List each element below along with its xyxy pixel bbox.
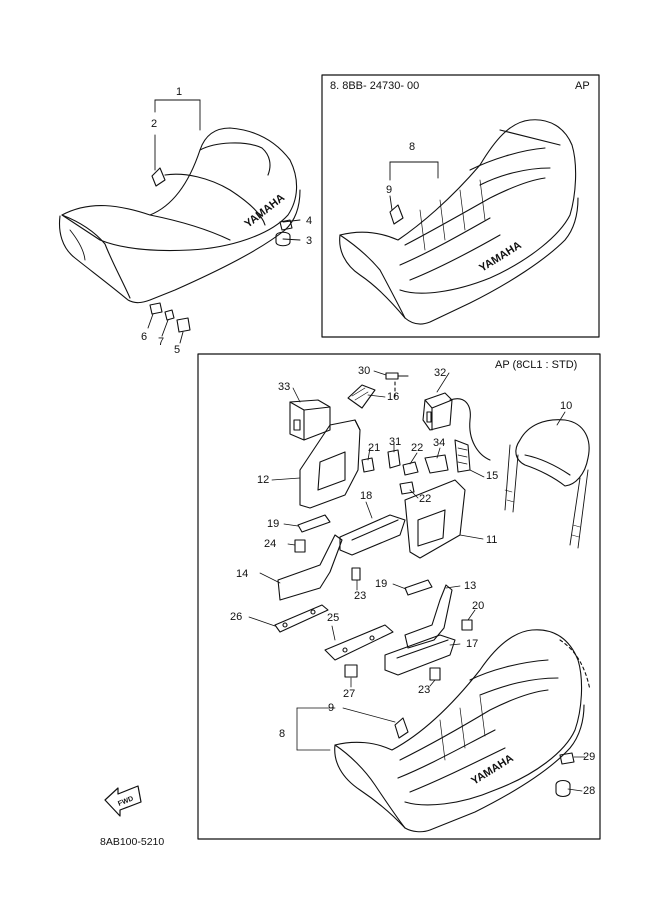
callout-5: 5 <box>174 344 181 356</box>
kit-callout-13: 13 <box>464 580 477 592</box>
alt-callout-9: 9 <box>386 184 393 196</box>
callout-1: 1 <box>176 86 183 98</box>
callout-2: 2 <box>151 118 158 130</box>
kit-callout-26: 26 <box>230 611 243 623</box>
kit-callout-8: 8 <box>279 728 286 740</box>
callout-6: 6 <box>141 331 148 343</box>
kit-callout-14: 14 <box>236 568 249 580</box>
alt-seat-logo: YAMAHA <box>477 239 523 274</box>
kit-callout-27: 27 <box>343 688 356 700</box>
kit-callout-19b: 19 <box>375 578 388 590</box>
main-seat-leaders <box>147 99 301 344</box>
kit-callout-22b: 22 <box>419 493 432 505</box>
kit-callout-19a: 19 <box>267 518 280 530</box>
kit-callout-30: 30 <box>358 365 371 377</box>
kit-callout-32: 32 <box>434 367 447 379</box>
alt-seat-box: YAMAHA <box>321 74 600 338</box>
kit-callout-28: 28 <box>583 785 596 797</box>
kit-callout-9: 9 <box>328 702 335 714</box>
alt-callout-8: 8 <box>409 141 416 153</box>
kit-callout-25: 25 <box>327 612 340 624</box>
fwd-arrow-icon <box>104 785 142 817</box>
kit-callout-29: 29 <box>583 751 596 763</box>
callout-7: 7 <box>158 336 165 348</box>
kit-callout-21: 21 <box>368 442 381 454</box>
kit-callout-15: 15 <box>486 470 499 482</box>
kit-callout-12: 12 <box>257 474 270 486</box>
alt-seat-title: 8. 8BB- 24730- 00 <box>330 80 420 92</box>
kit-callout-34: 34 <box>433 437 446 449</box>
kit-callout-22a: 22 <box>411 442 424 454</box>
kit-tag: AP (8CL1 : STD) <box>495 359 578 371</box>
kit-callout-17: 17 <box>466 638 479 650</box>
kit-callout-18: 18 <box>360 490 373 502</box>
kit-callout-23a: 23 <box>354 590 367 602</box>
kit-callout-31: 31 <box>389 436 402 448</box>
callout-3: 3 <box>306 235 313 247</box>
alt-seat-tag: AP <box>575 80 590 92</box>
main-seat-assembly: YAMAHA <box>58 127 301 333</box>
kit-callout-16: 16 <box>387 391 400 403</box>
callout-4: 4 <box>306 215 313 227</box>
kit-seat-logo: YAMAHA <box>469 752 515 787</box>
kit-callout-24: 24 <box>264 538 277 550</box>
backrest-kit-box: YAMAHA <box>197 353 601 840</box>
kit-callout-11: 11 <box>486 534 498 546</box>
kit-callout-23b: 23 <box>418 684 431 696</box>
kit-callout-33: 33 <box>278 381 291 393</box>
kit-callout-10: 10 <box>560 400 573 412</box>
figure-code: 8AB100-5210 <box>100 836 165 848</box>
kit-callout-20: 20 <box>472 600 485 612</box>
